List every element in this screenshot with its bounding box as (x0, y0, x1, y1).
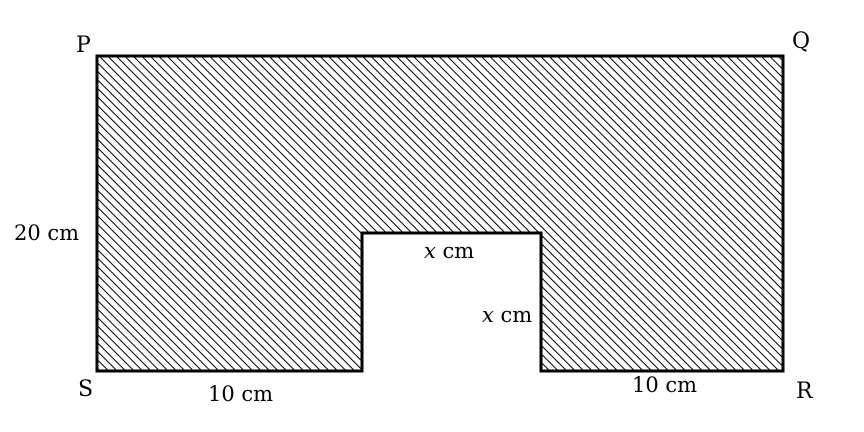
notch-depth-label: x cm (482, 303, 532, 327)
vertex-s-label: S (78, 377, 93, 402)
vertex-q-label: Q (792, 29, 810, 54)
notch-depth-variable: x (482, 303, 494, 327)
notch-width-variable: x (424, 239, 436, 263)
notch-depth-unit: cm (494, 303, 532, 327)
notch-width-label: x cm (424, 239, 474, 263)
notch-width-unit: cm (436, 239, 474, 263)
shaded-region (95, 54, 785, 373)
bottom-left-length-label: 10 cm (208, 382, 273, 406)
vertex-p-label: P (76, 33, 91, 58)
height-label: 20 cm (14, 221, 79, 245)
bottom-right-length-label: 10 cm (632, 373, 697, 397)
vertex-r-label: R (796, 379, 814, 404)
